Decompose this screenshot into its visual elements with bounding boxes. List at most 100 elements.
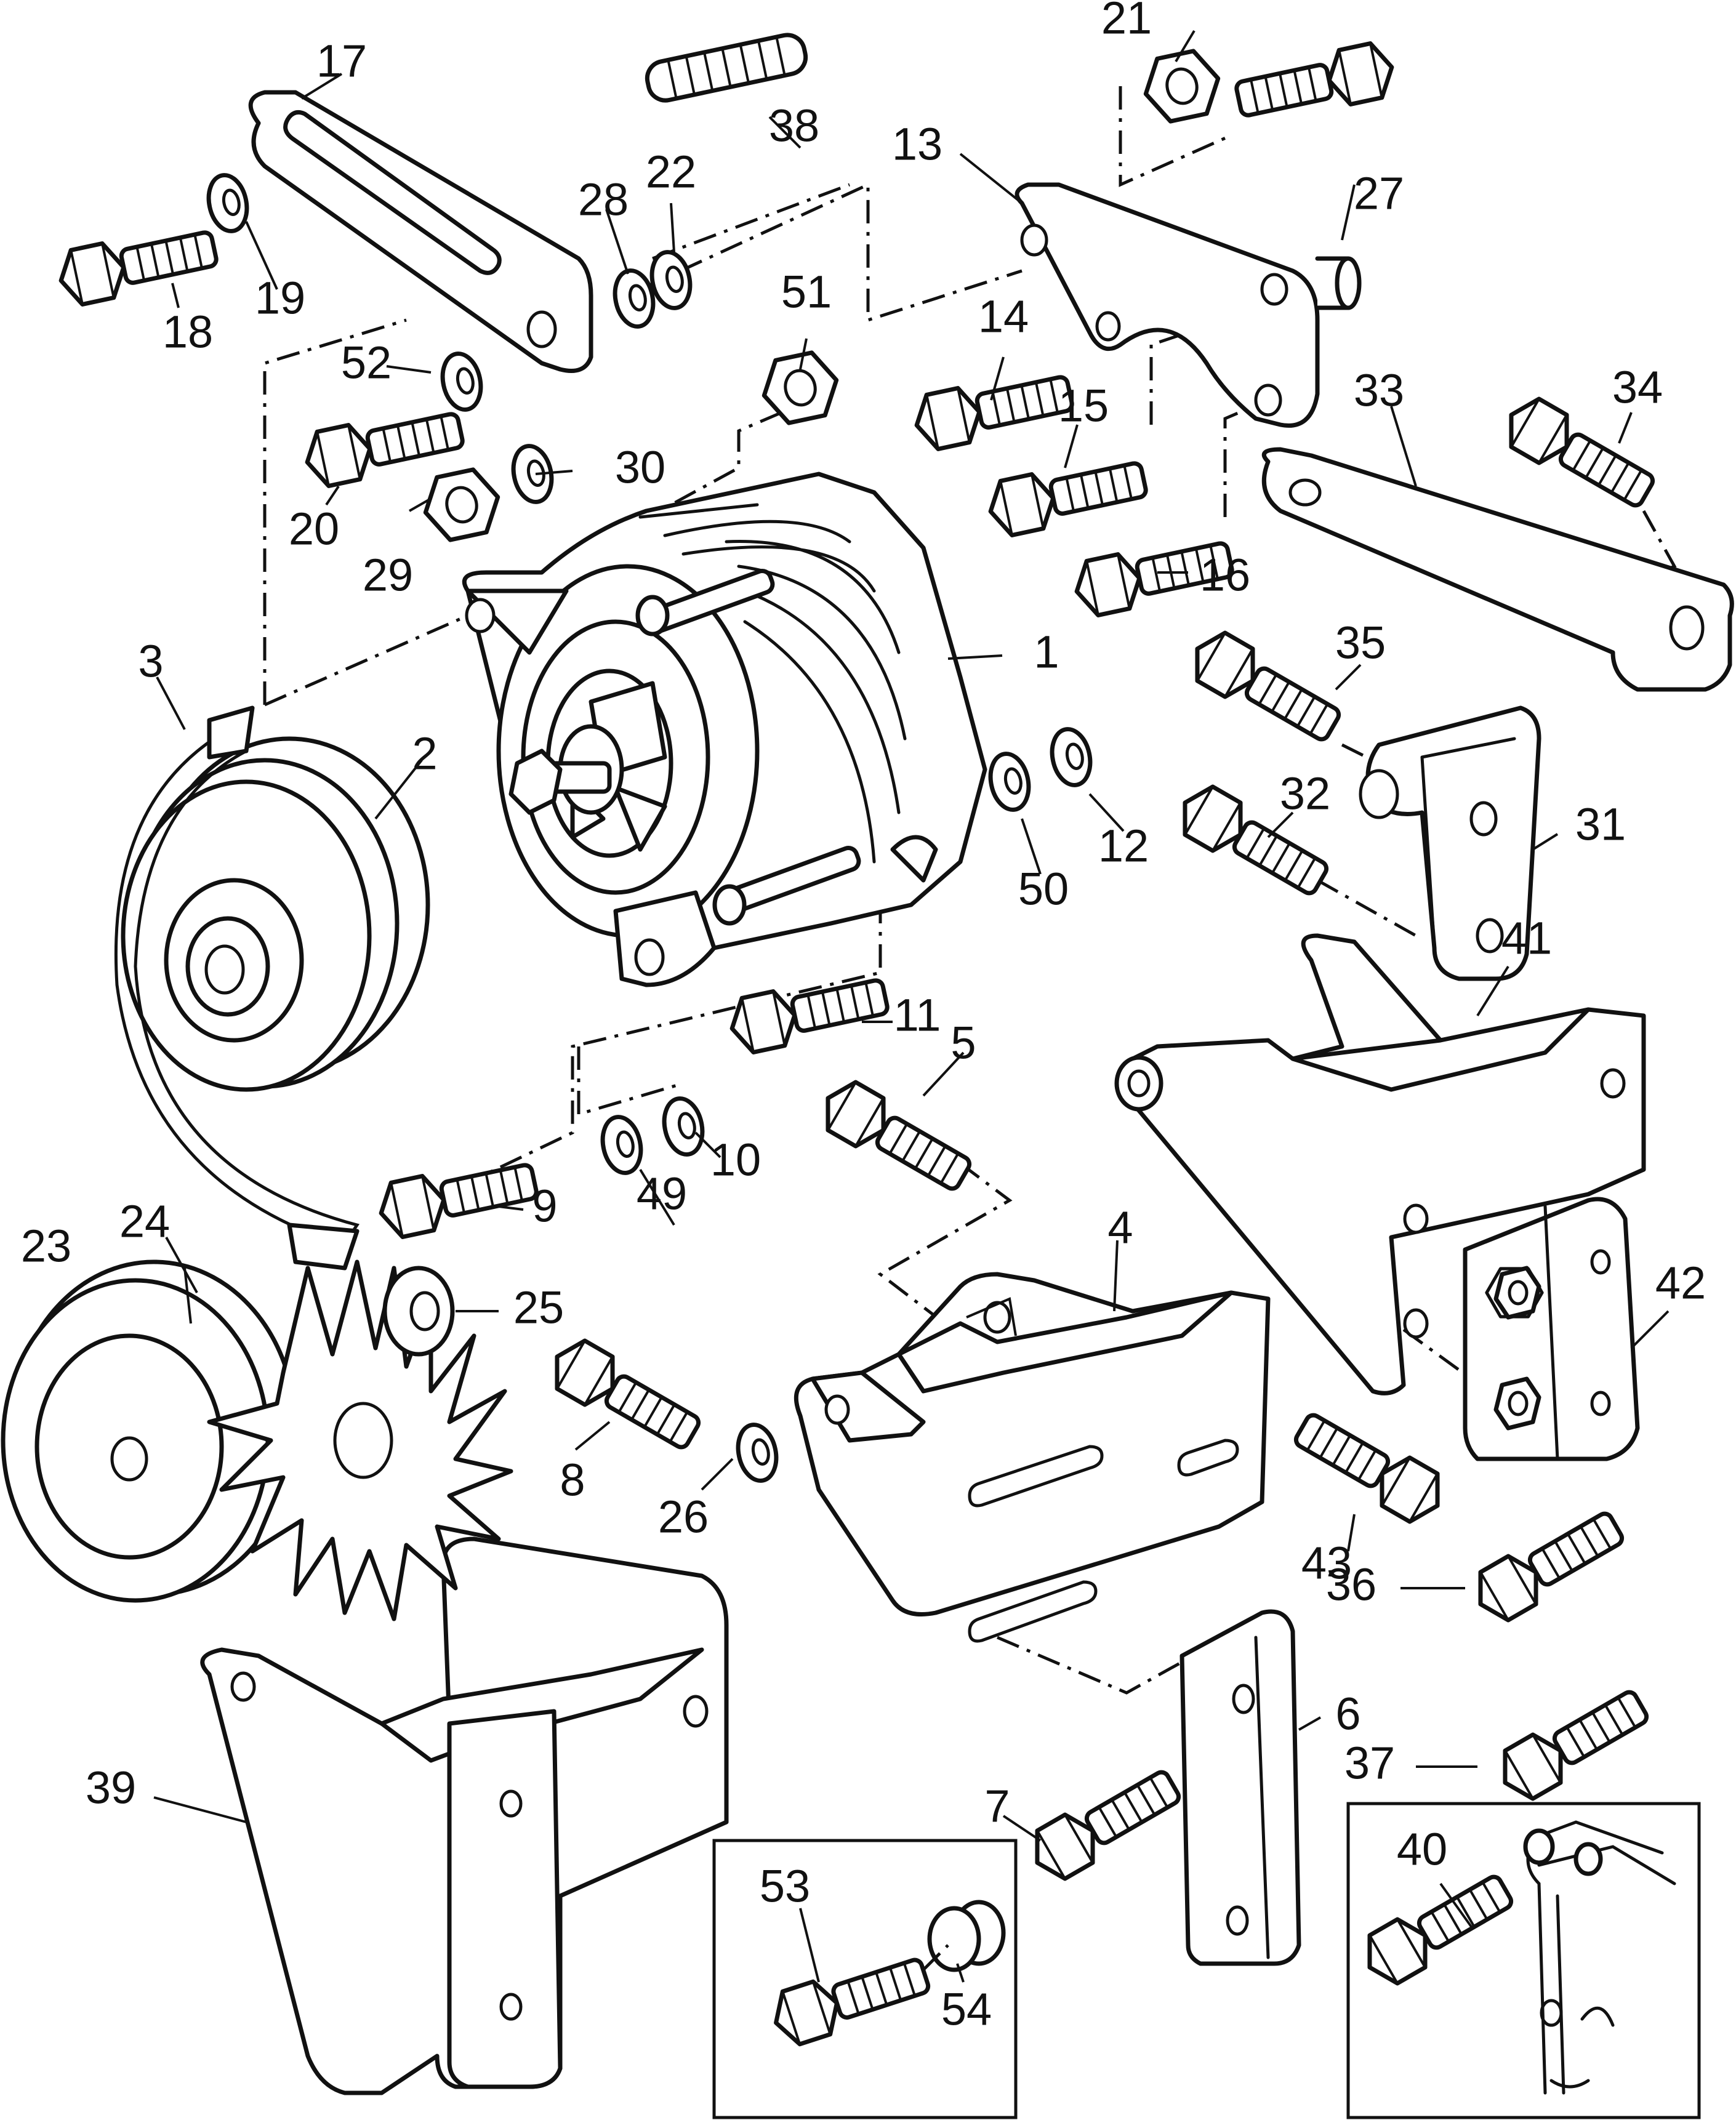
callout-13: 13 xyxy=(892,119,942,170)
callout-31: 31 xyxy=(1575,799,1626,850)
callout-4: 4 xyxy=(1107,1202,1133,1253)
callout-7: 7 xyxy=(984,1781,1010,1832)
callout-35: 35 xyxy=(1335,617,1386,669)
callout-22: 22 xyxy=(646,147,696,198)
callout-25: 25 xyxy=(513,1282,564,1333)
assembly-line-bolt15-16 xyxy=(1149,306,1269,517)
callout-23: 23 xyxy=(21,1221,71,1272)
callout-18: 18 xyxy=(163,307,213,358)
callout-52: 52 xyxy=(341,337,392,388)
mounting-bracket xyxy=(1015,182,1362,428)
clamp-plate xyxy=(1463,1197,1640,1461)
callout-9: 9 xyxy=(532,1181,557,1232)
bolt-35 xyxy=(1183,625,1346,751)
brace xyxy=(1261,447,1734,692)
assembly-line-alternator-left xyxy=(263,318,469,707)
callout-14: 14 xyxy=(978,291,1029,342)
bolt-37 xyxy=(1491,1680,1654,1807)
bolt-7 xyxy=(1023,1761,1186,1887)
washer-12 xyxy=(1047,726,1095,789)
washer-10 xyxy=(659,1095,707,1158)
callout-11: 11 xyxy=(894,990,941,1041)
callout-50: 50 xyxy=(1018,864,1069,915)
callout-20: 20 xyxy=(289,504,339,555)
callout-26: 26 xyxy=(658,1492,709,1543)
callout-38: 38 xyxy=(769,100,819,151)
callout-36: 36 xyxy=(1326,1559,1376,1610)
leader-lines xyxy=(153,30,1670,1983)
callout-1: 1 xyxy=(1034,627,1059,678)
bolt-8 xyxy=(543,1333,706,1459)
callout-30: 30 xyxy=(615,442,665,493)
pulley xyxy=(121,736,430,1092)
callout-19: 19 xyxy=(255,273,305,324)
callout-51: 51 xyxy=(781,267,832,318)
belt-guard xyxy=(114,705,360,1271)
callout-16: 16 xyxy=(1200,550,1250,601)
nut-29 xyxy=(419,466,504,544)
callout-32: 32 xyxy=(1280,768,1330,819)
inset-box-40 xyxy=(1346,1802,1701,2119)
adjusting-plate xyxy=(1179,1609,1301,1966)
nut-51 xyxy=(757,349,843,427)
bolt-9 xyxy=(376,1154,540,1240)
callout-12: 12 xyxy=(1098,821,1149,872)
spacer-54 xyxy=(927,1900,1006,1972)
callout-29: 29 xyxy=(363,550,413,601)
link xyxy=(1359,705,1541,981)
support-bracket xyxy=(1114,933,1646,1395)
fan-washer xyxy=(382,1266,455,1357)
callout-41: 41 xyxy=(1501,913,1552,964)
bolt-5 xyxy=(814,1074,977,1200)
adjusting-strap xyxy=(248,90,593,373)
callout-24: 24 xyxy=(119,1196,170,1247)
assembly-line-lower-alternator xyxy=(430,856,882,1202)
callout-28: 28 xyxy=(578,174,629,225)
bolt-18 xyxy=(55,221,220,308)
inset-box-53-54 xyxy=(712,1839,1018,2119)
callout-2: 2 xyxy=(412,728,437,779)
washer-26 xyxy=(733,1421,781,1484)
stud-38 xyxy=(644,32,809,104)
callout-53: 53 xyxy=(760,1861,810,1912)
callout-39: 39 xyxy=(86,1762,136,1813)
callout-17: 17 xyxy=(316,36,367,87)
main-bracket xyxy=(794,1272,1271,1643)
assembly-line-nut51 xyxy=(670,411,782,507)
callout-10: 10 xyxy=(710,1134,761,1186)
assembly-line-upper-washers xyxy=(652,183,850,260)
callout-37: 37 xyxy=(1344,1738,1395,1789)
callout-5: 5 xyxy=(950,1018,976,1069)
bolt-53 xyxy=(768,1948,933,2049)
bolt-11 xyxy=(726,969,891,1056)
nut-21 xyxy=(1139,47,1224,126)
bolt-36 xyxy=(1466,1502,1630,1628)
callout-54: 54 xyxy=(941,1984,992,2035)
callout-3: 3 xyxy=(138,636,163,687)
washer-52 xyxy=(438,350,486,413)
washer-19 xyxy=(204,172,252,235)
callout-43: 43 xyxy=(1301,1538,1352,1589)
assembly-line-upper-mount xyxy=(639,182,1023,323)
washer-49 xyxy=(598,1114,646,1176)
callout-33: 33 xyxy=(1354,365,1404,416)
bolt-40 xyxy=(1356,1865,1519,1991)
callout-21: 21 xyxy=(1101,0,1152,44)
bolt-27 xyxy=(1233,40,1397,127)
callouts: 1 2 3 4 5 6 7 8 9 10 11 12 13 14 15 16 1… xyxy=(21,0,1706,2035)
callout-49: 49 xyxy=(637,1168,687,1219)
callout-6: 6 xyxy=(1335,1688,1360,1740)
bolt-14 xyxy=(911,366,1075,452)
callout-40: 40 xyxy=(1397,1824,1447,1875)
bolt-43 xyxy=(1288,1403,1452,1530)
callout-34: 34 xyxy=(1612,362,1663,413)
assembly-line-lower-washers xyxy=(577,1046,684,1117)
assembly-line-brace xyxy=(1119,86,1232,187)
callout-27: 27 xyxy=(1354,168,1404,219)
pulley-bracket xyxy=(200,1536,729,2095)
callout-15: 15 xyxy=(1058,380,1109,432)
alternator xyxy=(462,472,987,987)
callout-42: 42 xyxy=(1655,1258,1706,1309)
callout-8: 8 xyxy=(560,1455,585,1506)
